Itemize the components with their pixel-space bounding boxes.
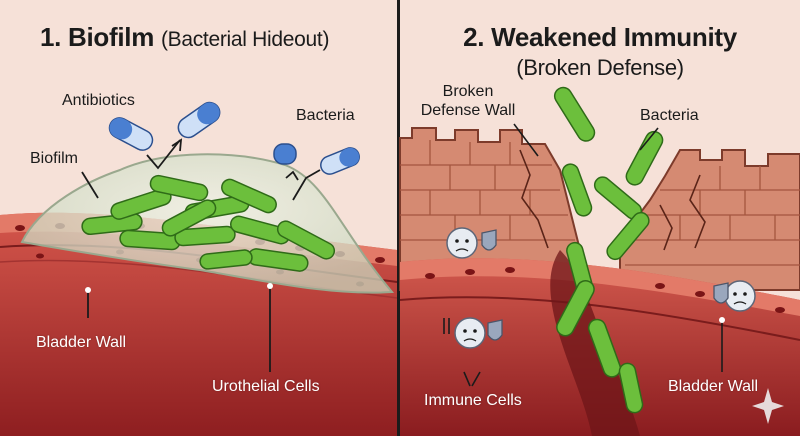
label-antibiotics: Antibiotics bbox=[62, 92, 135, 109]
label-bladder-wall-left: Bladder Wall bbox=[36, 334, 127, 351]
broken-wall-line1: Broken bbox=[442, 83, 494, 100]
left-title-main: 1. Biofilm bbox=[40, 22, 155, 52]
label-bacteria-right: Bacteria bbox=[640, 107, 699, 124]
right-title-line2: (Broken Defense) bbox=[516, 55, 684, 80]
right-panel-title: 2. Weakened Immunity (Broken Defense) bbox=[420, 22, 780, 81]
panel-divider bbox=[397, 0, 400, 436]
label-bacteria-left: Bacteria bbox=[296, 107, 355, 124]
broken-wall-line2: Defense Wall bbox=[420, 102, 516, 119]
label-immune-cells: Immune Cells bbox=[424, 392, 522, 409]
left-panel-title: 1. Biofilm (Bacterial Hideout) bbox=[40, 22, 329, 53]
capsule-icon bbox=[108, 101, 360, 175]
left-title-sub: (Bacterial Hideout) bbox=[160, 28, 330, 51]
right-panel-art bbox=[399, 0, 800, 436]
right-title-line1: 2. Weakened Immunity bbox=[463, 22, 737, 52]
label-biofilm: Biofilm bbox=[30, 150, 79, 167]
shield-icon bbox=[481, 229, 729, 341]
sparkle-icon bbox=[752, 388, 784, 424]
label-urothelial-cells: Urothelial Cells bbox=[212, 378, 320, 395]
label-broken-defense-wall: Broken Defense Wall bbox=[420, 82, 516, 120]
label-bladder-wall-right: Bladder Wall bbox=[668, 378, 759, 395]
left-panel-art bbox=[0, 0, 398, 436]
bacterium-icon bbox=[553, 86, 664, 414]
